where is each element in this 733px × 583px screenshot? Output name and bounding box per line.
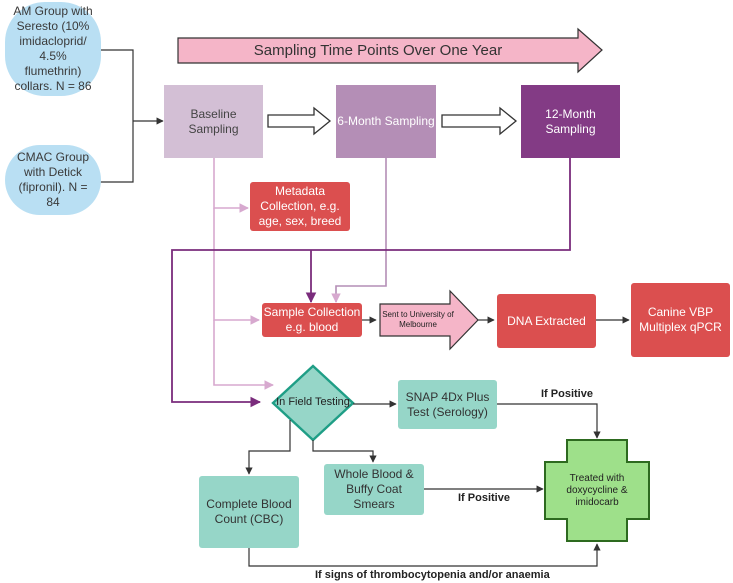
fieldtest-to-cbc-line <box>245 420 291 475</box>
in-field-testing-label: In Field Testing <box>273 394 353 412</box>
cmac-group-connector <box>100 121 134 183</box>
snap-test-box: SNAP 4Dx Plus Test (Serology) <box>398 380 497 429</box>
cbc-to-treated-line <box>248 543 601 567</box>
6month-sampling-box: 6-Month Sampling <box>336 85 436 158</box>
6month-sampling-text: 6-Month Sampling <box>337 114 435 128</box>
fieldtest-to-wholeblood-line <box>312 440 377 463</box>
treated-cross-shape <box>544 439 650 542</box>
timeline-arrow-shape <box>177 27 603 74</box>
metadata-collection-box: Metadata Collection, e.g. age, sex, bree… <box>250 182 350 231</box>
treated-text: Treated with doxycycline & imidocarb <box>566 473 628 508</box>
12month-sampling-text: 12-Month Sampling <box>545 106 596 136</box>
sample-collection-text: Sample Collection e.g. blood <box>263 305 361 334</box>
if-positive-label-smears: If Positive <box>458 492 510 504</box>
baseline-sampling-text: Baseline Sampling <box>188 106 239 136</box>
sent-arrow-shape <box>379 289 479 351</box>
if-signs-label: If signs of thrombocytopenia and/or anae… <box>315 569 550 581</box>
qpcr-text: Canine VBP Multiplex qPCR <box>639 305 722 334</box>
cbc-box: Complete Blood Count (CBC) <box>199 476 299 548</box>
sent-to-melbourne-text: Sent to University of Melbourne <box>382 310 454 329</box>
timeline-label: Sampling Time Points Over One Year <box>178 38 578 63</box>
12month-sampling-box: 12-Month Sampling <box>521 85 620 158</box>
am-group-connector <box>100 49 134 121</box>
baseline-to-6month-arrow <box>267 106 332 136</box>
whole-blood-box: Whole Blood & Buffy Coat Smears <box>324 464 424 515</box>
6month-to-12month-arrow <box>441 106 518 136</box>
baseline-to-fieldtest-line <box>213 320 274 390</box>
snap-to-treated-line <box>497 403 601 439</box>
sample-collection-box: Sample Collection e.g. blood <box>262 303 362 337</box>
sent-to-melbourne-label: Sent to University of Melbourne <box>382 305 454 335</box>
am-group-oval: AM Group with Seresto (10% imidacloprid/… <box>5 2 101 96</box>
am-group-text: AM Group with Seresto (10% imidacloprid/… <box>13 4 93 93</box>
treated-label: Treated with doxycycline & imidocarb <box>556 464 638 518</box>
dna-extracted-text: DNA Extracted <box>507 313 586 328</box>
baseline-sampling-box: Baseline Sampling <box>164 85 263 158</box>
6month-to-sample-line <box>331 158 387 303</box>
if-positive-label-snap: If Positive <box>541 388 593 400</box>
cmac-group-oval: CMAC Group with Detick (fipronil). N = 8… <box>5 145 101 215</box>
cmac-group-text: CMAC Group with Detick (fipronil). N = 8… <box>16 150 90 209</box>
timeline-label-text: Sampling Time Points Over One Year <box>253 41 503 59</box>
cbc-text: Complete Blood Count (CBC) <box>206 497 292 526</box>
baseline-to-metadata-line <box>213 158 249 213</box>
qpcr-box: Canine VBP Multiplex qPCR <box>631 283 730 357</box>
snap-test-text: SNAP 4Dx Plus Test (Serology) <box>405 389 490 419</box>
12month-loop-line <box>171 158 571 408</box>
whole-blood-text: Whole Blood & Buffy Coat Smears <box>334 467 414 511</box>
metadata-collection-text: Metadata Collection, e.g. age, sex, bree… <box>258 184 342 228</box>
in-field-testing-text: In Field Testing <box>276 396 350 409</box>
dna-extracted-box: DNA Extracted <box>497 294 596 348</box>
